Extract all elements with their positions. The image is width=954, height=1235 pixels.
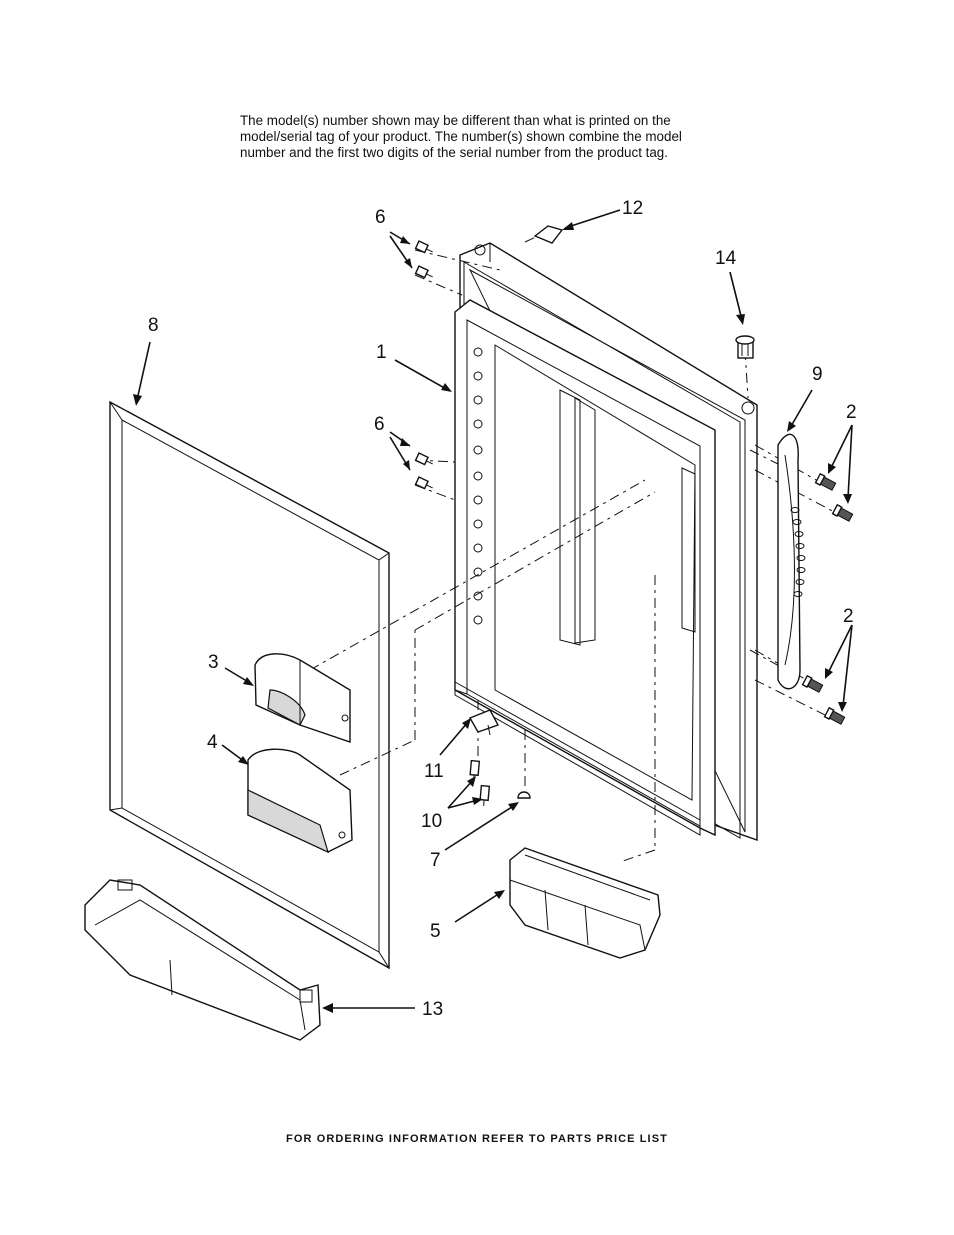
dairy-compartment xyxy=(254,653,351,743)
note-line-2: model/serial tag of your product. The nu… xyxy=(240,129,682,144)
callout-5: 5 xyxy=(430,921,441,942)
callout-14: 14 xyxy=(715,248,737,269)
handle-grip xyxy=(790,507,806,597)
door-bin-5 xyxy=(509,847,661,959)
door-handle xyxy=(777,433,806,690)
liner-clips xyxy=(473,347,483,625)
screws-10 xyxy=(469,759,491,806)
callout-3: 3 xyxy=(208,652,219,673)
callout-6-upper: 6 xyxy=(375,207,386,228)
leader-arrows xyxy=(133,209,853,1013)
callout-2-lower: 2 xyxy=(843,606,854,627)
hinge-plug xyxy=(735,335,755,359)
callout-10: 10 xyxy=(421,811,442,832)
callout-12: 12 xyxy=(622,198,643,219)
handle-screws xyxy=(801,472,854,725)
callout-4: 4 xyxy=(207,732,218,753)
top-cap xyxy=(533,225,564,244)
dairy-bin xyxy=(247,748,353,854)
callout-11: 11 xyxy=(424,761,444,782)
callout-13: 13 xyxy=(422,999,443,1020)
callout-1: 1 xyxy=(376,342,387,363)
note-line-1: The model(s) number shown may be differe… xyxy=(240,113,671,128)
callout-2-upper: 2 xyxy=(846,402,857,423)
callout-8: 8 xyxy=(148,315,159,336)
door-shelf-13 xyxy=(84,879,321,1041)
screws-6 xyxy=(414,240,433,490)
model-number-note: The model(s) number shown may be differe… xyxy=(240,113,760,161)
ordering-info-footer: FOR ORDERING INFORMATION REFER TO PARTS … xyxy=(286,1133,668,1145)
callout-9: 9 xyxy=(812,364,823,385)
callout-7: 7 xyxy=(430,850,441,871)
cap-7 xyxy=(517,791,531,799)
bracket-11 xyxy=(468,709,500,736)
note-line-3: number and the first two digits of the s… xyxy=(240,145,668,160)
callout-numbers: 12 6 14 8 1 9 2 6 2 3 4 11 10 7 5 13 xyxy=(148,198,857,1020)
door-liner xyxy=(454,242,758,841)
callout-6-lower: 6 xyxy=(374,414,385,435)
